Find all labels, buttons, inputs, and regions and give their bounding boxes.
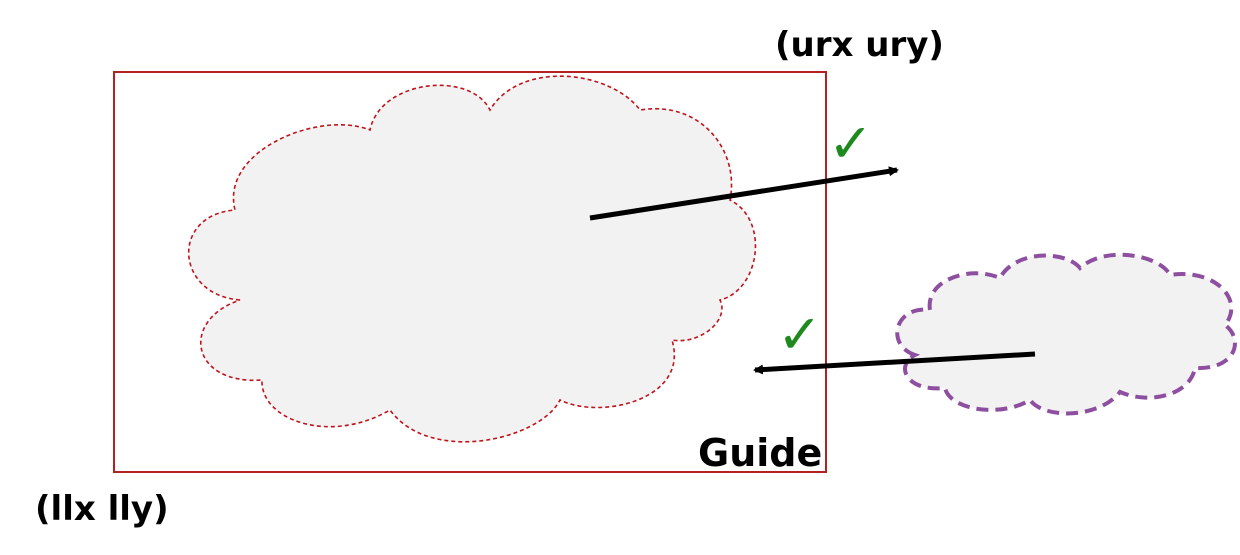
check-bottom-icon: ✓ <box>777 303 822 366</box>
lower-left-label: (llx lly) <box>35 489 169 529</box>
guide-label: Guide <box>698 431 822 475</box>
guide-box <box>113 71 827 473</box>
outer-cloud-shape <box>895 252 1237 416</box>
upper-right-label: (urx ury) <box>775 25 944 65</box>
inner-cloud-shape <box>187 75 757 443</box>
check-top-icon: ✓ <box>828 112 873 175</box>
inward-arrow <box>753 351 1036 375</box>
outward-arrow <box>589 166 899 221</box>
